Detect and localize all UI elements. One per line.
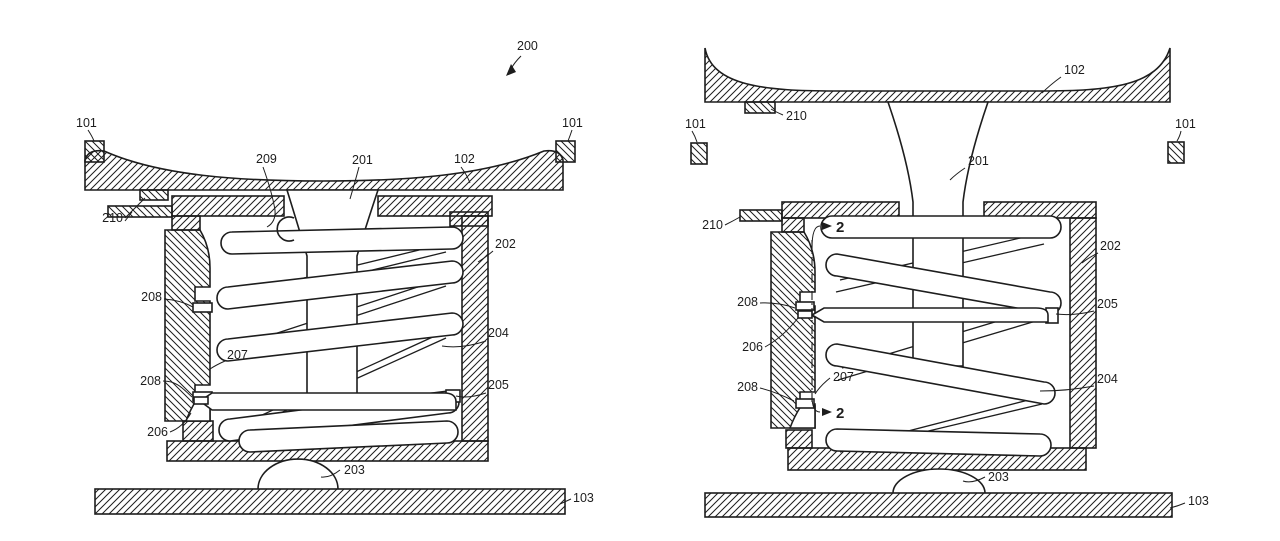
switch-arm [810, 307, 1049, 323]
ref-label-101-left: 101 [76, 116, 97, 130]
dome [257, 458, 339, 490]
figure-right-released: 102 210 101 101 201 210 202 208 206 208 … [685, 47, 1209, 518]
keycap-edge-tab-left [690, 142, 708, 165]
ref-label-101-left: 101 [685, 117, 706, 131]
ref-label-103: 103 [573, 491, 594, 505]
ref-label-208-upper: 208 [141, 290, 162, 304]
keycap-body [704, 47, 1171, 103]
ref-label-206: 206 [147, 425, 168, 439]
ref-label-207: 207 [227, 348, 248, 362]
figure-left-assembled: 200 101 101 209 201 102 210 202 208 207 … [76, 39, 594, 515]
ref-label-208-lower: 208 [140, 374, 161, 388]
switch-arm [198, 392, 457, 411]
housing-right-wall [461, 215, 489, 442]
housing-alignment-tab [739, 209, 783, 222]
keycap-edge-tab-right [1167, 141, 1185, 164]
housing-top-plate-left [171, 195, 285, 217]
leaders-right [691, 76, 1186, 509]
retention-nub-upper [795, 301, 815, 311]
contact-finger [193, 396, 209, 405]
dome [892, 468, 986, 494]
ref-label-203: 203 [988, 470, 1009, 484]
ref-label-203: 203 [344, 463, 365, 477]
contact-finger [797, 310, 813, 319]
housing-right-wall [1069, 217, 1097, 449]
retention-nub-upper [192, 302, 213, 313]
ref-label-209: 209 [256, 152, 277, 166]
spring-top-end-hook [276, 216, 295, 242]
section-line-2-2 [811, 222, 832, 416]
ref-label-204: 204 [1097, 372, 1118, 386]
ref-label-201: 201 [968, 154, 989, 168]
ref-label-210: 210 [102, 211, 123, 225]
leaders-left [87, 55, 573, 505]
ref-label-207: 207 [833, 370, 854, 384]
alignment-tab-upper [139, 189, 169, 201]
ref-label-102: 102 [454, 152, 475, 166]
ref-label-200: 200 [517, 39, 538, 53]
keycap-body [84, 149, 564, 191]
housing-top-plate-block [171, 215, 201, 231]
ref-label-210-housing: 210 [702, 218, 723, 232]
ref-label-101-right: 101 [1175, 117, 1196, 131]
keycap-edge-tab-left [84, 140, 105, 163]
ref-label-101-right: 101 [562, 116, 583, 130]
ref-label-210-keycap: 210 [786, 109, 807, 123]
base-plate [94, 488, 566, 515]
section-label-2-top: 2 [836, 219, 844, 236]
housing-top-plate-block [781, 217, 805, 233]
base-plate [704, 492, 1173, 518]
ref-label-206: 206 [742, 340, 763, 354]
ref-label-205: 205 [488, 378, 509, 392]
spring-front-coils [820, 215, 1062, 457]
housing-top-plate-right [377, 195, 493, 217]
housing-bottom-step [182, 420, 214, 442]
ref-label-202: 202 [495, 237, 516, 251]
spring-front-coils [216, 226, 464, 453]
ref-label-202: 202 [1100, 239, 1121, 253]
keycap-alignment-tab [744, 101, 776, 114]
retention-nub-lower [795, 398, 815, 409]
keycap-edge-tab-right [555, 140, 576, 163]
ref-label-201: 201 [352, 153, 373, 167]
ref-label-205: 205 [1097, 297, 1118, 311]
ref-label-102: 102 [1064, 63, 1085, 77]
ref-label-208-lower: 208 [737, 380, 758, 394]
ref-label-208-upper: 208 [737, 295, 758, 309]
section-label-2-bottom: 2 [836, 405, 844, 422]
ref-label-204: 204 [488, 326, 509, 340]
housing-bottom-step [785, 429, 813, 449]
ref-label-103: 103 [1188, 494, 1209, 508]
